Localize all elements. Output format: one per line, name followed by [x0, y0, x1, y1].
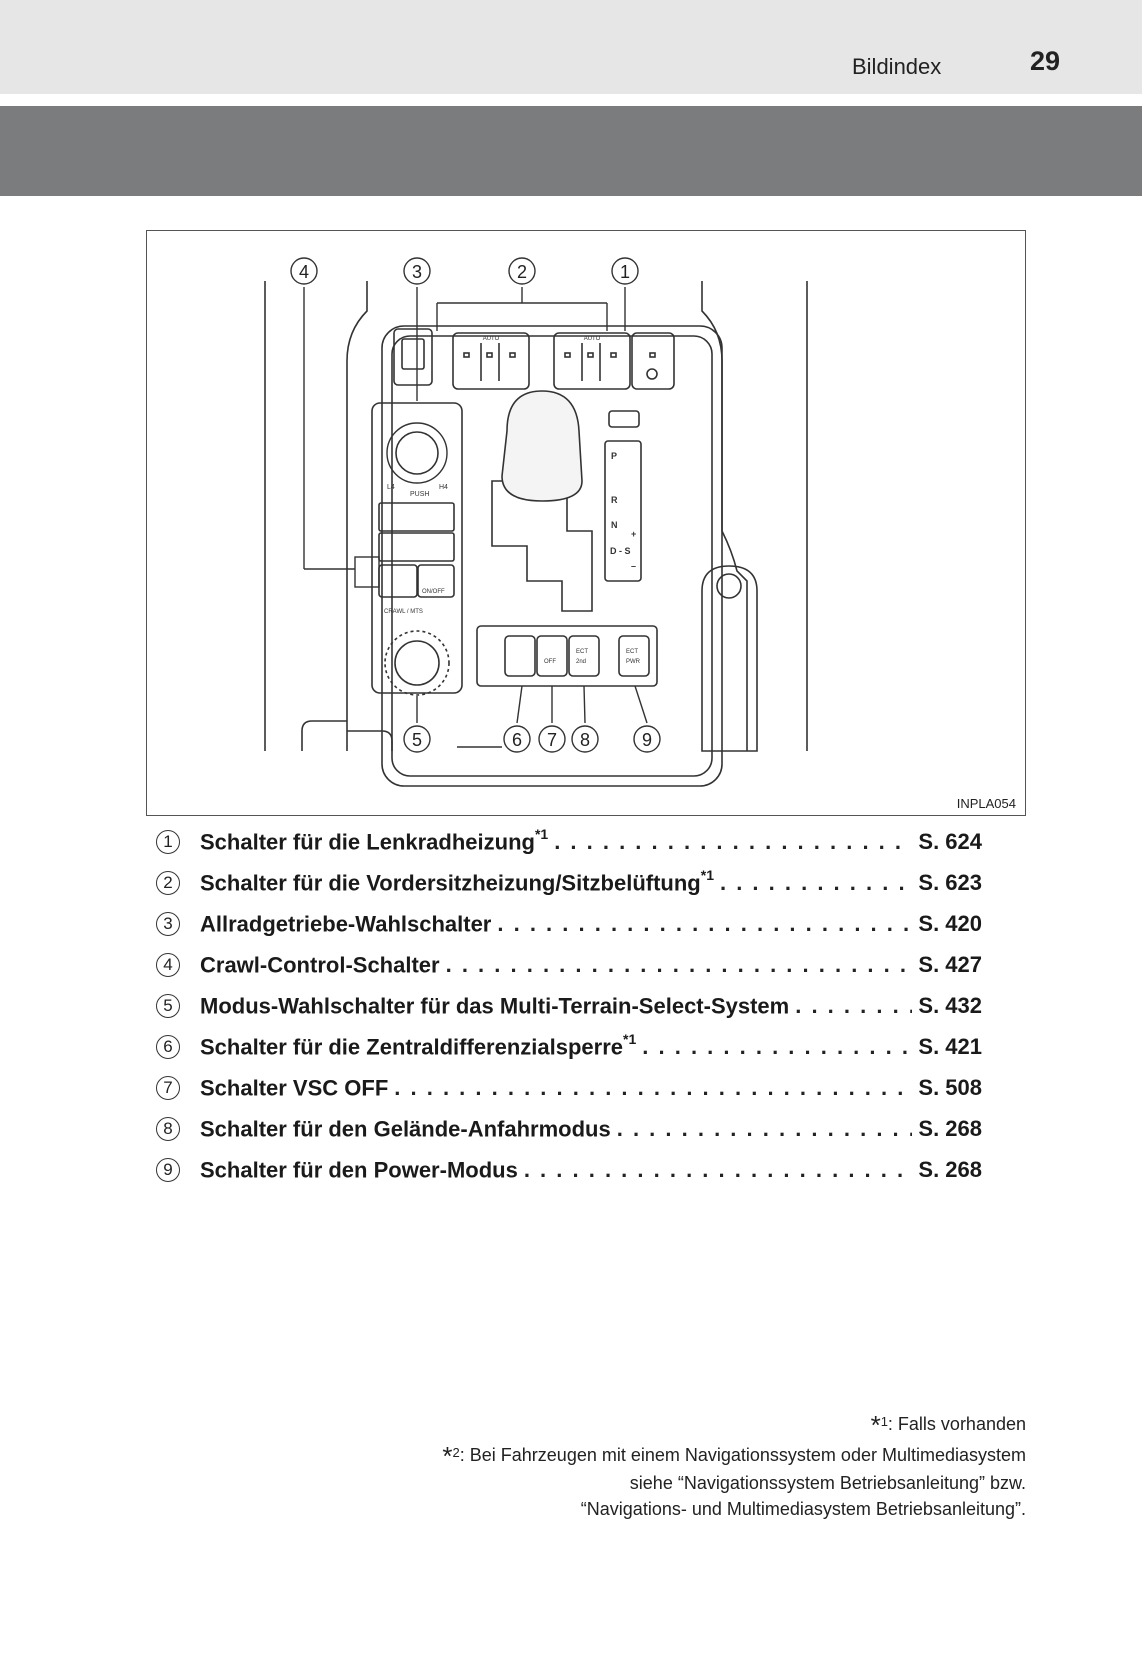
l4-label: L4 — [387, 484, 395, 491]
vsc-off-switch — [536, 635, 568, 677]
callout-9: 9 — [642, 730, 652, 750]
footnote-2-line-2: siehe “Navigationssystem Betriebsanleitu… — [629, 1473, 1026, 1493]
legend-item: 2 Schalter für die Vordersitzheizung/Sit… — [156, 863, 982, 904]
auto-label-left: AUTO — [483, 336, 500, 342]
push-label: PUSH — [410, 491, 429, 498]
item-label: Schalter für die Zentraldifferenzialsper… — [200, 1031, 637, 1060]
item-number: 4 — [156, 953, 180, 977]
figure-code: INPLA054 — [956, 796, 1016, 811]
auto-label-right: AUTO — [584, 336, 601, 342]
footnote-1: *1: Falls vorhanden — [870, 1410, 1026, 1440]
page-ref-link[interactable]: S. 421 — [918, 1034, 982, 1060]
page-ref-link[interactable]: S. 508 — [918, 1075, 982, 1101]
legend-item: 6 Schalter für die Zentraldifferenzialsp… — [156, 1027, 982, 1068]
console-panel — [381, 325, 723, 787]
item-label: Schalter VSC OFF — [200, 1075, 389, 1101]
item-number: 2 — [156, 871, 180, 895]
item-label: Allradgetriebe-Wahlschalter — [200, 911, 492, 937]
crawl-switch — [378, 564, 418, 598]
item-label: Crawl-Control-Schalter — [200, 952, 440, 978]
gear-p: P — [611, 451, 617, 461]
gear-ds: D - S — [610, 546, 631, 556]
gear-minus: – — [631, 561, 636, 571]
ect-pwr-label-b: PWR — [626, 659, 641, 665]
legend-item: 3 Allradgetriebe-Wahlschalter S. 420 — [156, 904, 982, 945]
callout-1: 1 — [620, 262, 630, 282]
mts-dial — [384, 630, 450, 696]
item-number: 5 — [156, 994, 180, 1018]
section-label: Bildindex — [852, 54, 942, 79]
page-ref-link[interactable]: S. 623 — [918, 870, 982, 896]
ect-2nd-label-b: 2nd — [576, 659, 586, 665]
gear-indicator — [604, 440, 642, 582]
page-ref-link[interactable]: S. 268 — [918, 1157, 982, 1183]
callout-8: 8 — [580, 730, 590, 750]
section-bar — [0, 106, 1142, 196]
item-label: Schalter für die Vordersitzheizung/Sitzb… — [200, 867, 714, 896]
h4-label: H4 — [439, 484, 448, 491]
page-ref-link[interactable]: S. 432 — [918, 993, 982, 1019]
item-number: 1 — [156, 830, 180, 854]
control-column — [371, 402, 463, 694]
ect-2nd-label-a: ECT — [576, 649, 588, 655]
page-ref-link[interactable]: S. 420 — [918, 911, 982, 937]
callout-3: 3 — [412, 262, 422, 282]
gear-r: R — [611, 495, 618, 505]
item-label: Schalter für die Lenkradheizung*1 — [200, 826, 549, 855]
item-number: 3 — [156, 912, 180, 936]
transfer-dial — [386, 422, 448, 484]
page-ref-link[interactable]: S. 427 — [918, 952, 982, 978]
shift-lever — [501, 390, 583, 502]
item-label: Schalter für den Power-Modus — [200, 1157, 518, 1183]
callout-2: 2 — [517, 262, 527, 282]
ect-pwr-label-a: ECT — [626, 649, 638, 655]
gear-n: N — [611, 520, 618, 530]
legend-item: 8 Schalter für den Gelände-Anfahrmodus S.… — [156, 1109, 982, 1150]
steering-heat-switch — [631, 332, 675, 390]
item-label: Modus-Wahlschalter für das Multi-Terrain… — [200, 993, 790, 1019]
diff-lock-switch — [504, 635, 536, 677]
item-number: 9 — [156, 1158, 180, 1182]
ect-pwr-switch — [618, 635, 650, 677]
callout-7: 7 — [547, 730, 557, 750]
item-number: 8 — [156, 1117, 180, 1141]
ect-2nd-switch — [568, 635, 600, 677]
legend-item: 7 Schalter VSC OFF S. 508 — [156, 1068, 982, 1109]
item-label: Schalter für den Gelände-Anfahrmodus — [200, 1116, 611, 1142]
footnote-2-line-3: “Navigations- und Multimediasystem Betri… — [580, 1499, 1026, 1519]
on-off-label: ON/OFF — [422, 589, 445, 595]
legend-item: 4 Crawl-Control-Schalter S. 427 — [156, 945, 982, 986]
seat-heat-switch-right — [553, 332, 631, 390]
legend-list: 1 Schalter für die Lenkradheizung*1 S. 62… — [156, 822, 982, 1191]
item-number: 7 — [156, 1076, 180, 1100]
gear-plus: + — [631, 529, 636, 539]
callout-4: 4 — [299, 262, 309, 282]
footnote-2: *2: Bei Fahrzeugen mit einem Navigations… — [442, 1441, 1026, 1471]
console-illustration: AUTO AUTO L4 H4 PUSH ON/OFF CRAWL / MTS … — [146, 230, 1026, 816]
page-number: 29 — [1030, 46, 1061, 76]
page-ref-link[interactable]: S. 268 — [918, 1116, 982, 1142]
footnotes: *1: Falls vorhanden *2: Bei Fahrzeugen m… — [326, 1408, 1026, 1522]
item-number: 6 — [156, 1035, 180, 1059]
off-label: OFF — [544, 659, 556, 665]
header-band — [0, 0, 1142, 94]
legend-item: 9 Schalter für den Power-Modus S. 268 — [156, 1150, 982, 1191]
crawl-mts-label: CRAWL / MTS — [384, 609, 423, 615]
legend-item: 1 Schalter für die Lenkradheizung*1 S. 62… — [156, 822, 982, 863]
callout-5: 5 — [412, 730, 422, 750]
callout-6: 6 — [512, 730, 522, 750]
page-ref-link[interactable]: S. 624 — [918, 829, 982, 855]
seat-heat-switch-left — [452, 332, 530, 390]
legend-item: 5 Modus-Wahlschalter für das Multi-Terra… — [156, 986, 982, 1027]
